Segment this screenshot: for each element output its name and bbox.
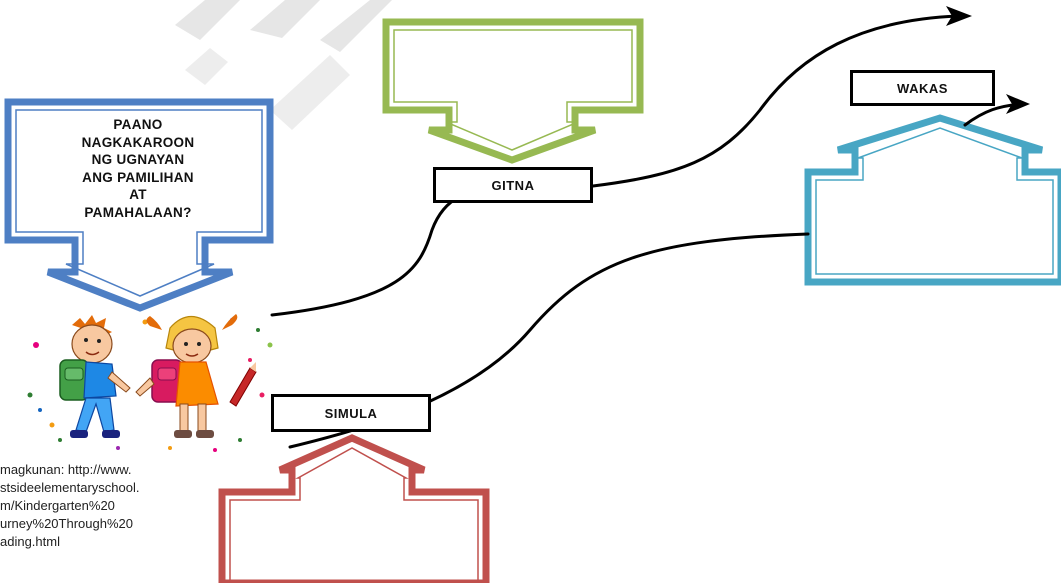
- source-credit: magkunan: http://www. stsideelementarysc…: [0, 461, 215, 551]
- curve-gitna-to-top: [591, 14, 960, 188]
- arrowheads: [946, 6, 1030, 114]
- question-callout-arrow: [4, 98, 274, 312]
- label-simula: SIMULA: [271, 394, 431, 432]
- wakas-callout-arrow: [804, 114, 1061, 286]
- arrowhead-top: [946, 6, 972, 26]
- arrowhead-wakas: [1006, 94, 1030, 114]
- children-with-backpacks-illustration: [27, 314, 273, 452]
- question-line: NAGKAKAROON: [81, 134, 195, 150]
- curve-to-gitna: [270, 186, 502, 317]
- simula-callout-arrow: [218, 434, 490, 583]
- question-line: ANG PAMILIHAN: [82, 169, 194, 185]
- source-line: magkunan: http://www.: [0, 462, 132, 477]
- watermark: [175, 0, 392, 130]
- label-wakas: WAKAS: [850, 70, 995, 106]
- question-line: NG UGNAYAN: [91, 152, 185, 167]
- source-line: stsideelementaryschool.: [0, 480, 140, 495]
- gitna-callout-arrow: [382, 18, 644, 164]
- source-line: urney%20Through%20: [0, 516, 133, 531]
- girl: [135, 314, 257, 438]
- question-line: PAANO: [113, 117, 163, 132]
- source-line: m/Kindergarten%20: [0, 498, 115, 513]
- question-line: PAMAHALAAN?: [84, 204, 192, 220]
- boy: [59, 315, 131, 438]
- label-gitna: GITNA: [433, 167, 593, 203]
- central-question: PAANO NAGKAKAROON NG UGNAYAN ANG PAMILIH…: [20, 116, 256, 221]
- source-line: ading.html: [0, 534, 60, 549]
- question-line: AT: [129, 187, 147, 202]
